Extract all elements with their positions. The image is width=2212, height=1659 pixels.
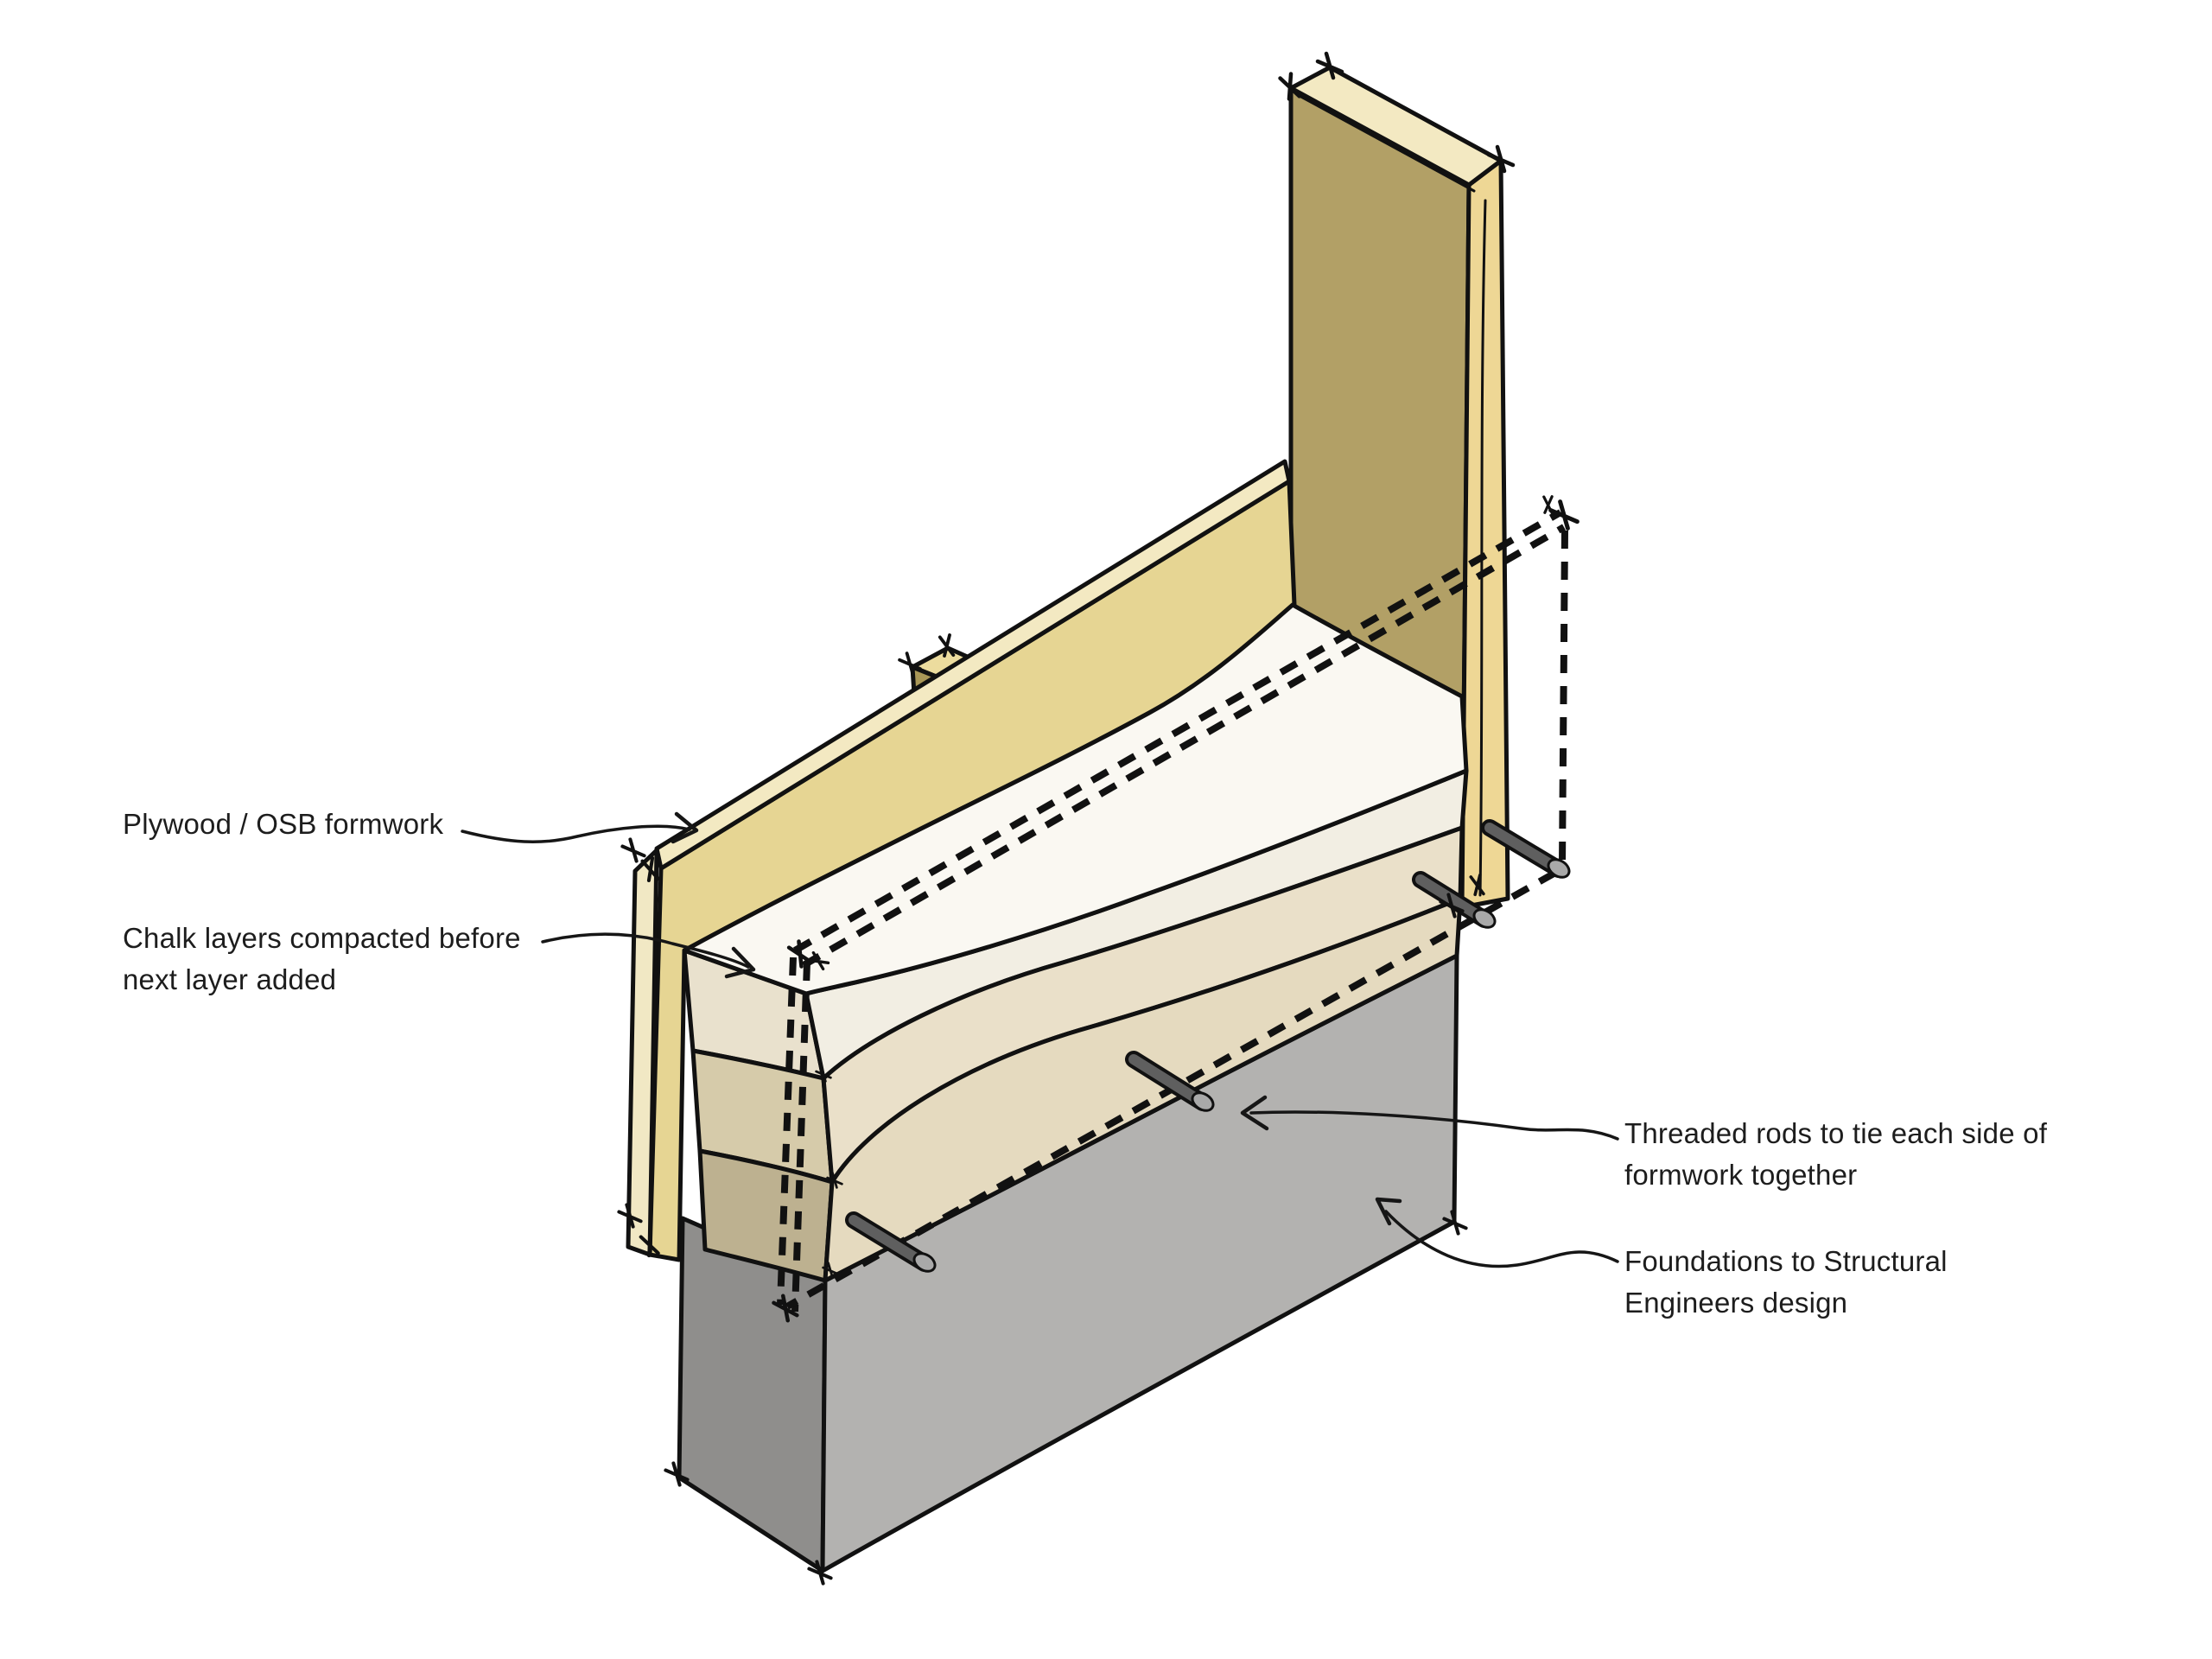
dashed-left-edge-inner [791,962,810,1313]
rod-end-cap [1472,908,1497,929]
threaded-rod [1125,1051,1215,1112]
label-plywood-formwork: Plywood / OSB formwork [123,804,443,845]
front-panel-top-edge [654,459,1292,871]
leader-chalk-arrowhead [724,946,756,979]
label-line: Foundations to Structural [1624,1245,1948,1277]
dashed-top-edge-outer [793,509,1562,954]
rod-end-cap [912,1252,937,1273]
dashed-right-edge [1559,530,1568,867]
tall-panel-grain-line [1478,199,1487,897]
annotation-leaders [461,811,1619,1268]
sketch-corner-marks [617,51,1580,1586]
label-chalk-layers: Chalk layers compacted before next layer… [123,918,521,1001]
label-line: Plywood / OSB formwork [123,808,444,840]
label-line: formwork together [1624,1159,1858,1191]
dashed-left-edge-outer [777,957,797,1306]
threaded-rods [845,819,1571,1273]
label-line: Threaded rods to tie each side of [1624,1117,2048,1149]
label-threaded-rods: Threaded rods to tie each side of formwo… [1624,1113,2047,1196]
leader-foundation [1384,1210,1619,1268]
chalk-front-layer-3 [823,896,1463,1283]
label-foundations: Foundations to Structural Engineers desi… [1624,1241,1948,1324]
label-line: next layer added [123,963,337,995]
tall-panel-laminate-line [1298,94,1476,193]
chalk-wall [682,602,1469,1283]
leader-rods [1249,1110,1619,1141]
label-line: Chalk layers compacted before [123,922,521,954]
rod-end-cap [1547,858,1571,879]
leader-plywood [461,824,691,843]
rod-end-cap [1191,1091,1215,1112]
leader-chalk [541,932,750,969]
dashed-top-edge-inner [802,524,1566,969]
leader-rods-arrowhead [1240,1095,1269,1131]
chalk-top-surface [682,602,1469,996]
leader-foundation-arrowhead [1375,1197,1402,1226]
threaded-rod [845,1211,937,1273]
threaded-rod [1412,871,1497,929]
front-panel-end-edge [626,848,659,1257]
leader-plywood-arrowhead [671,811,699,844]
threaded-rod [1481,819,1571,879]
label-line: Engineers design [1624,1287,1848,1319]
